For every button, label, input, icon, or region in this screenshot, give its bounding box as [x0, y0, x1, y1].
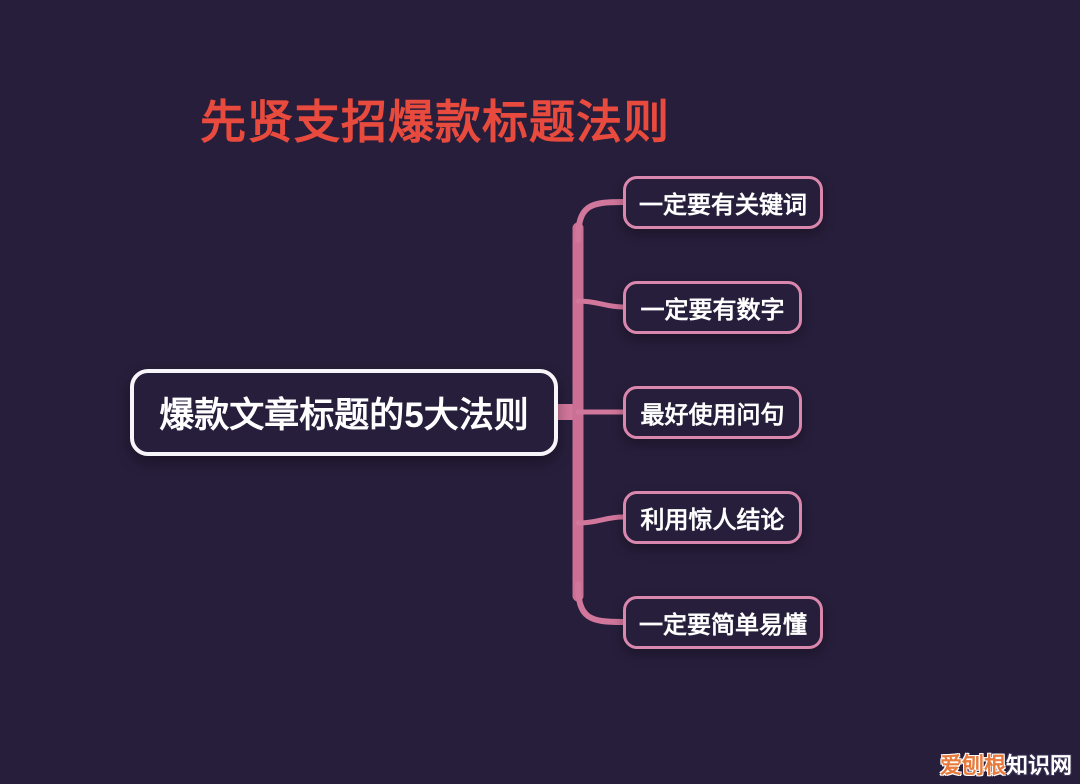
branch-node-label: 利用惊人结论	[640, 507, 785, 534]
branch-node-keywords: 一定要有关键词	[623, 176, 823, 229]
branch-node-label: 最好使用问句	[640, 402, 785, 429]
branch-node-numbers: 一定要有数字	[623, 281, 802, 334]
branch-connector-5	[575, 581, 626, 625]
branch-connector-1	[575, 199, 626, 243]
root-node-label: 爆款文章标题的5大法则	[159, 396, 529, 435]
branch-node-label: 一定要有关键词	[639, 192, 807, 219]
branch-node-simple: 一定要简单易懂	[623, 596, 823, 649]
page-title: 先贤支招爆款标题法则	[200, 96, 670, 148]
branch-node-label: 一定要有数字	[640, 297, 785, 324]
watermark-prefix: 爱刨根	[939, 753, 1006, 778]
watermark: 爱刨根知识网	[940, 748, 1072, 780]
branch-node-conclusions: 利用惊人结论	[623, 491, 802, 544]
root-node: 爆款文章标题的5大法则	[130, 369, 558, 456]
branch-node-questions: 最好使用问句	[623, 386, 802, 439]
branch-connector-2	[575, 298, 626, 310]
branch-node-label: 一定要简单易懂	[639, 612, 807, 639]
watermark-suffix: 知识网	[1005, 753, 1072, 778]
branch-connector-4	[575, 514, 626, 526]
